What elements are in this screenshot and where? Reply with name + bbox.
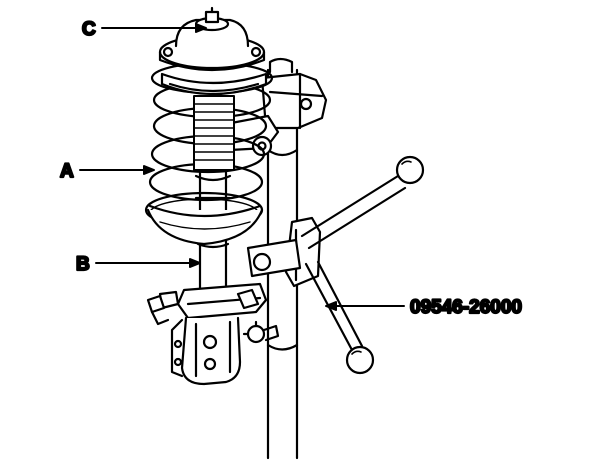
leader-a bbox=[79, 165, 155, 175]
leader-b bbox=[95, 258, 201, 268]
strut-mount-insulator bbox=[158, 6, 266, 72]
leader-c bbox=[101, 23, 207, 33]
label-c: C bbox=[82, 19, 96, 40]
leader-tool bbox=[325, 301, 405, 311]
label-b: B bbox=[76, 254, 90, 275]
tool-clamp-and-lever bbox=[246, 155, 425, 375]
lower-spring-seat bbox=[146, 204, 264, 246]
upper-spring-seat bbox=[160, 72, 268, 96]
label-tool-part-number: 09546-26000 bbox=[410, 297, 522, 318]
strut-lower-bracket bbox=[146, 282, 280, 386]
dust-boot bbox=[193, 95, 235, 171]
label-a: A bbox=[60, 161, 74, 182]
